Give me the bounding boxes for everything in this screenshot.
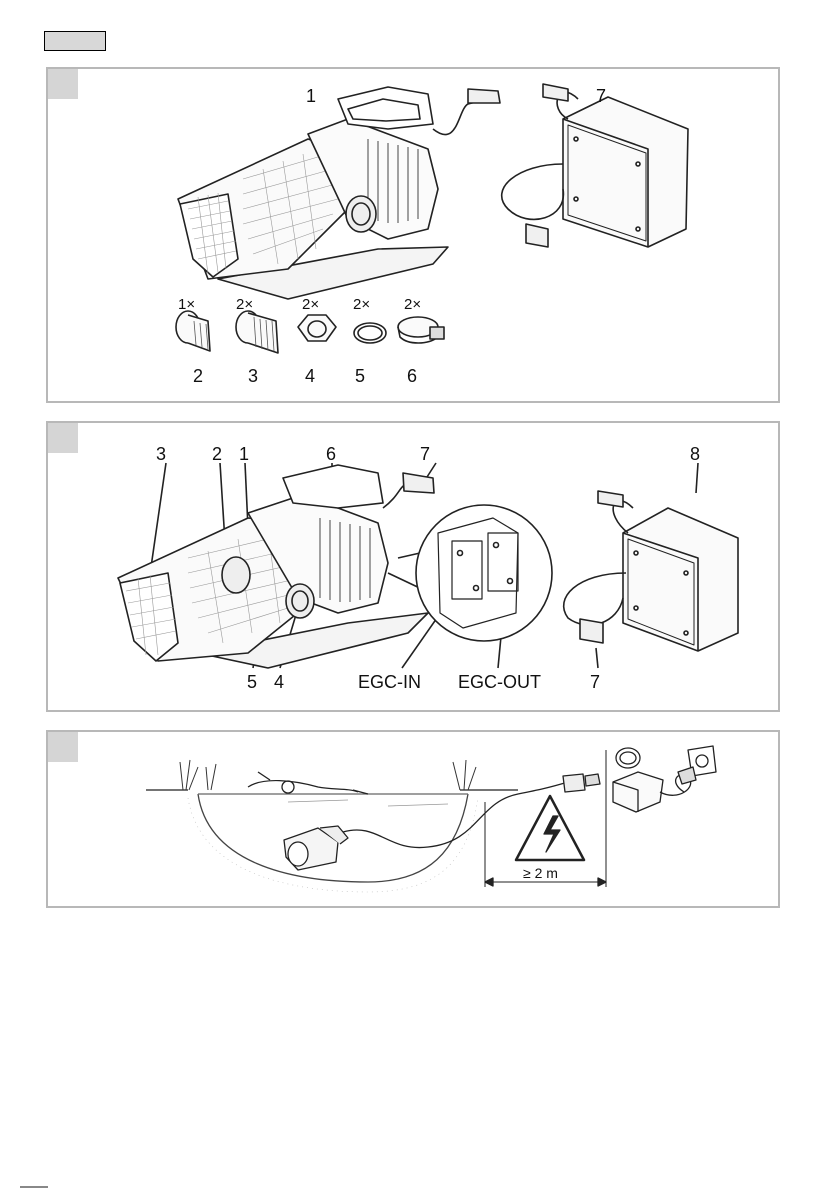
panel-b-label-5: 5	[247, 673, 257, 691]
panel-b-label-1: 1	[239, 445, 249, 463]
panel-a-qty-2: 2×	[236, 297, 253, 312]
panel-a-label-1: 1	[306, 87, 316, 105]
panel-b-label-3: 3	[156, 445, 166, 463]
page-tab	[44, 31, 106, 51]
panel-b-illustration	[48, 423, 778, 710]
panel-c: ≥ 2 m	[46, 730, 780, 908]
panel-b-label-7-top: 7	[420, 445, 430, 463]
panel-b: 3 2 1 6 7 8 5 4 EGC-IN EGC-OUT 7	[46, 421, 780, 712]
panel-b-label-4: 4	[274, 673, 284, 691]
panel-a-qty-3: 2×	[302, 297, 319, 312]
panel-a-illustration	[48, 69, 778, 401]
panel-b-label-8: 8	[690, 445, 700, 463]
egc-in-label: EGC-IN	[358, 673, 421, 691]
panel-a-label-2: 2	[193, 367, 203, 385]
panel-a-label-5: 5	[355, 367, 365, 385]
panel-c-illustration	[48, 732, 778, 906]
egc-out-label: EGC-OUT	[458, 673, 541, 691]
panel-a-label-4: 4	[305, 367, 315, 385]
panel-a-qty-4: 2×	[353, 297, 370, 312]
panel-a-label-3: 3	[248, 367, 258, 385]
panel-b-label-2: 2	[212, 445, 222, 463]
panel-b-label-6: 6	[326, 445, 336, 463]
panel-a-qty-5: 2×	[404, 297, 421, 312]
distance-label: ≥ 2 m	[523, 866, 558, 880]
page-edge-mark	[20, 1186, 48, 1188]
panel-a: 1 7 1× 2× 2× 2× 2× 2 3 4 5 6	[46, 67, 780, 403]
panel-a-label-6: 6	[407, 367, 417, 385]
panel-a-label-7: 7	[596, 87, 606, 105]
panel-b-label-7-bottom: 7	[590, 673, 600, 691]
panel-a-qty-1: 1×	[178, 297, 195, 312]
